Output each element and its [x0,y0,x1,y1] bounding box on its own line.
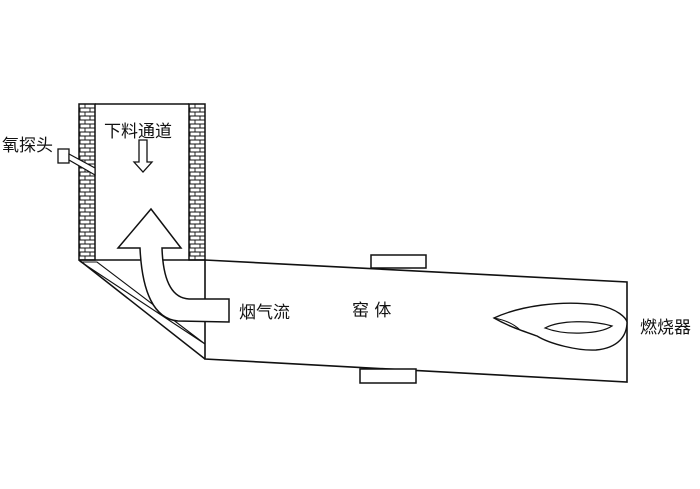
oxygen-probe-label: 氧探头 [2,136,53,156]
flue-gas-label: 烟气流 [239,303,290,323]
feed-channel-label: 下料通道 [104,122,172,142]
burner-label: 燃烧器 [640,318,691,338]
burner-flame-tail [493,317,521,331]
right-brick-wall [188,103,206,261]
burner-flame-inner [543,321,614,334]
hood-triangle [79,261,206,345]
kiln-body-outline [204,259,628,383]
kiln-body-label: 窑 体 [352,301,392,321]
feed-down-arrow [132,139,154,173]
oxygen-probe-rod [68,152,96,177]
hood-outer-edge [78,259,206,360]
support-tire-top [370,254,427,269]
support-tire-bottom [359,368,417,384]
left-brick-wall [78,103,96,261]
oxygen-probe-head [57,148,70,164]
flue-gas-arrow [116,207,230,323]
